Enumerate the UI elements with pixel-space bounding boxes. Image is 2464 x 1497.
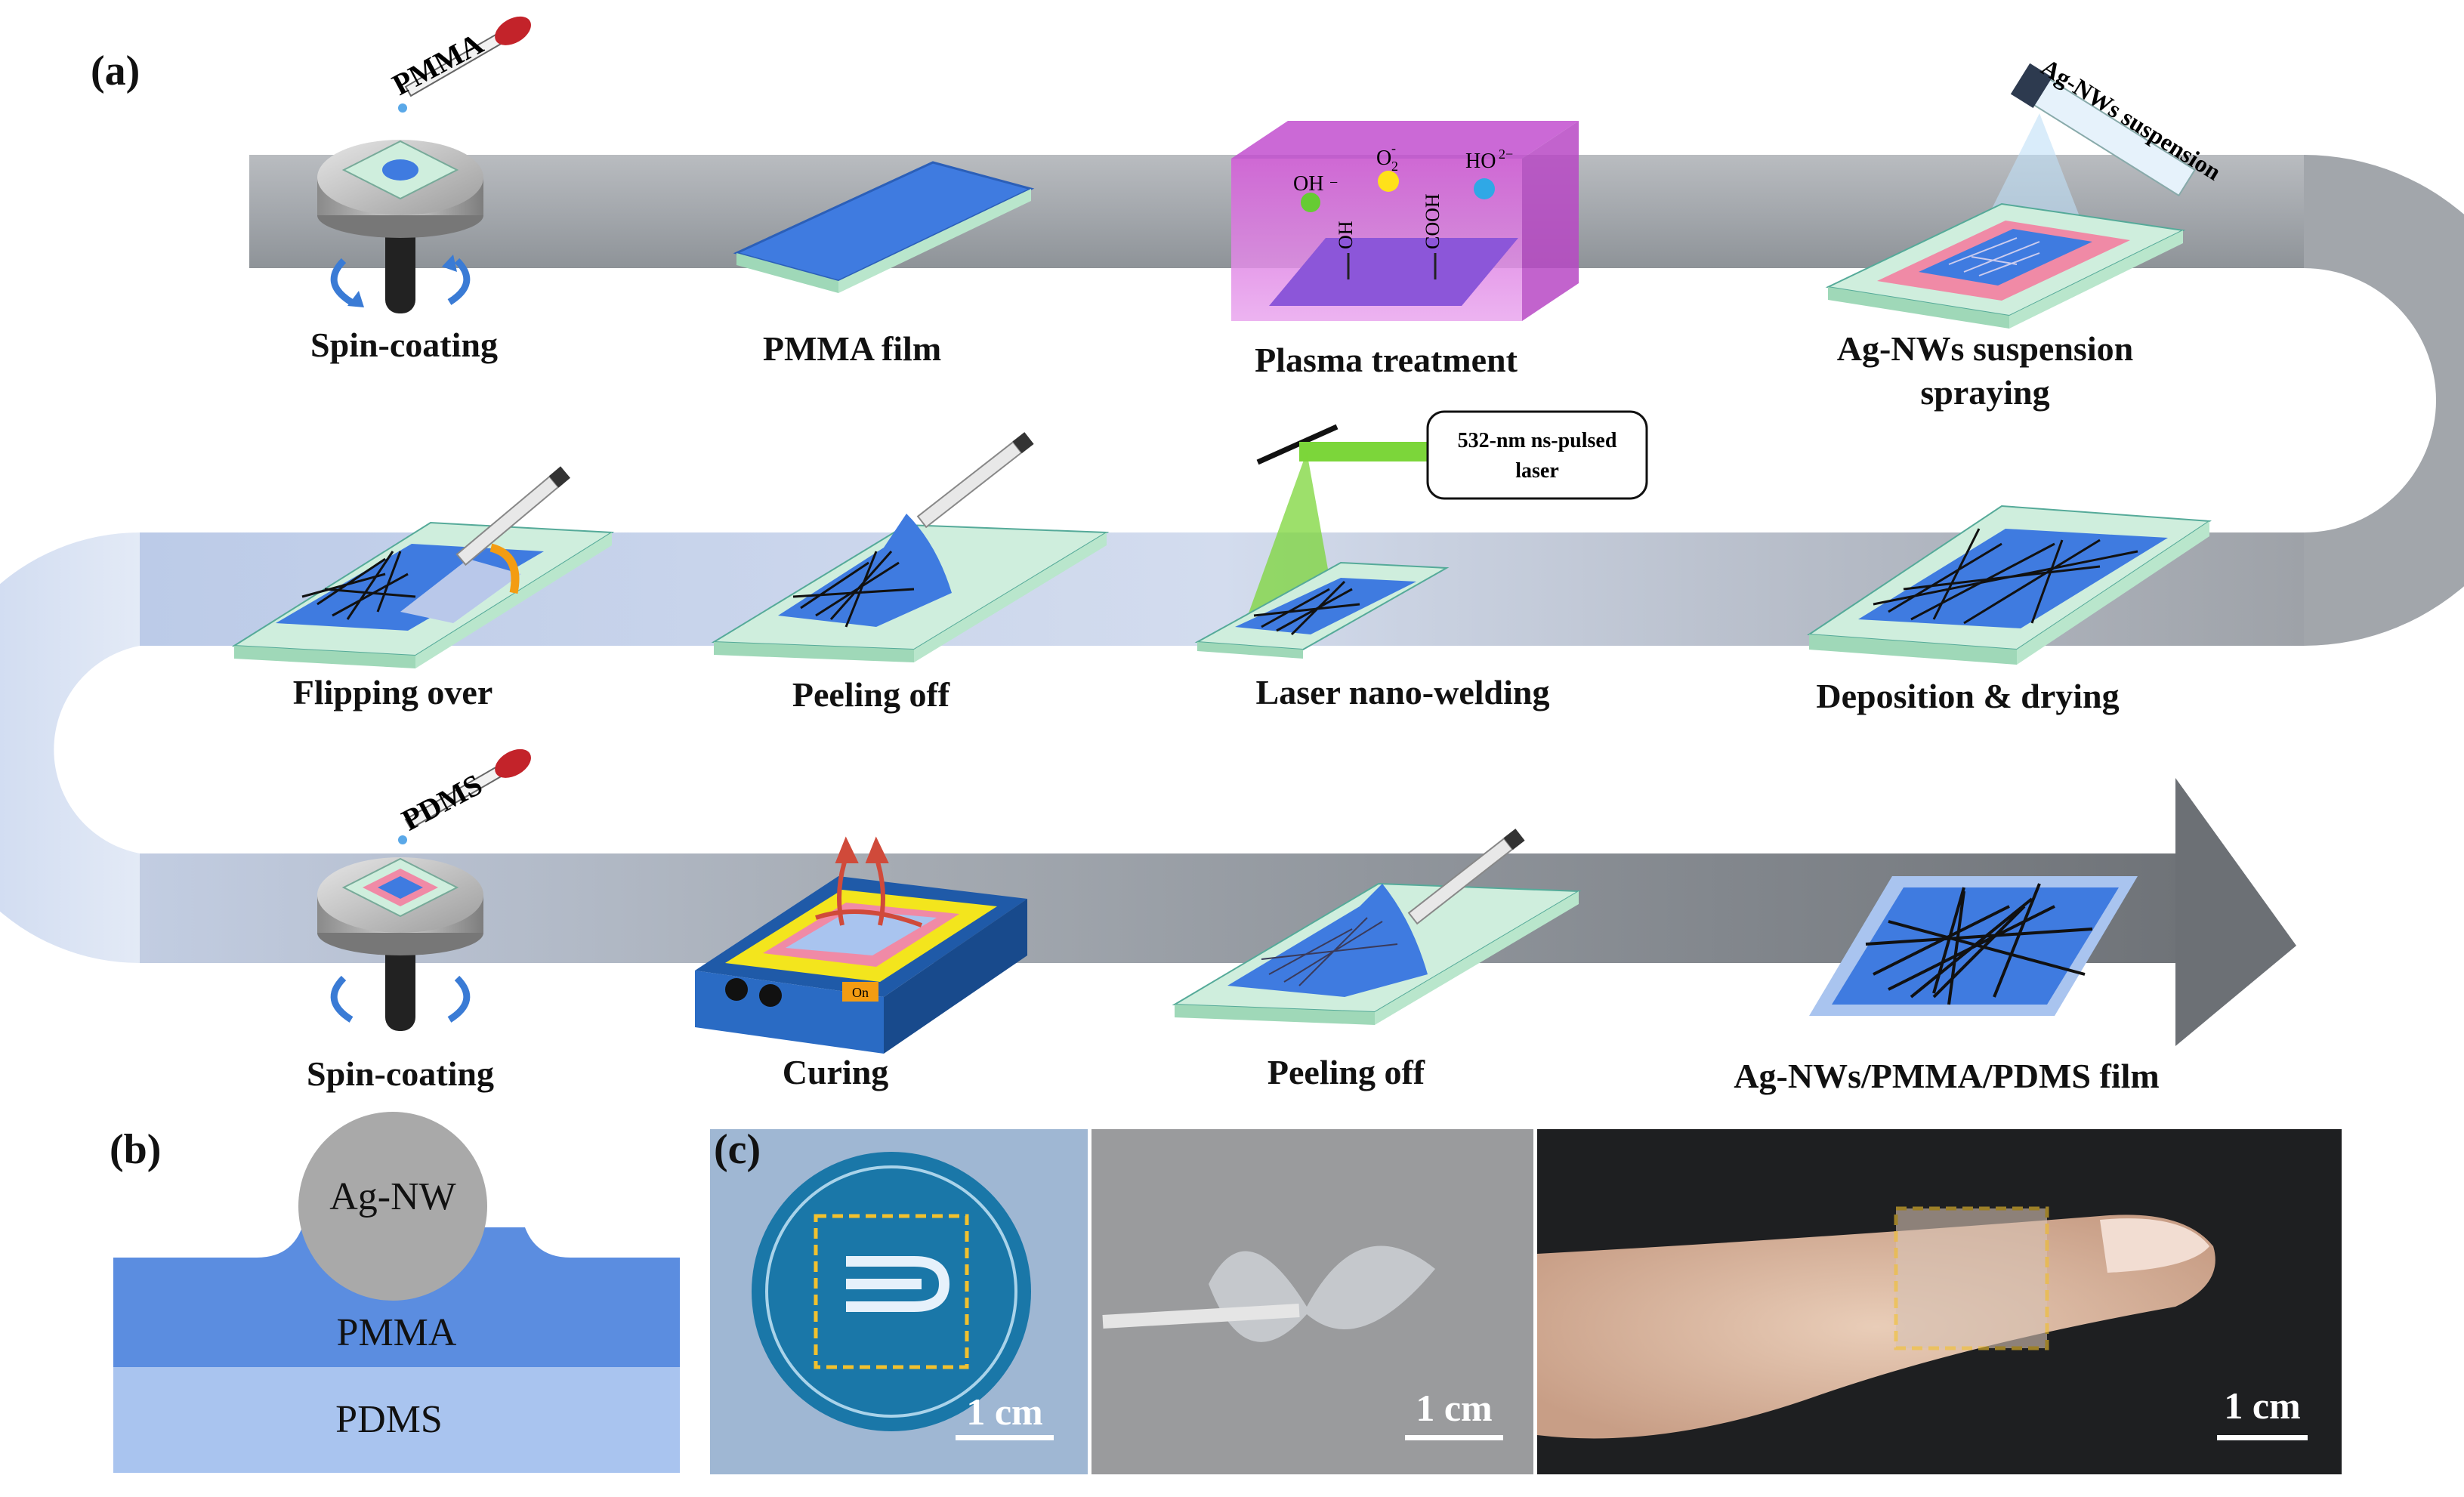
tweezers-icon — [1407, 829, 1525, 925]
cross-section-layer1-label: PMMA — [336, 1311, 457, 1354]
dropper-icon — [404, 748, 531, 830]
photo-logo-sample — [710, 1129, 1088, 1474]
final-film-icon — [1809, 876, 2138, 1016]
step-label-peeling-1: Peeling off — [792, 675, 950, 714]
laser-callout-box — [1426, 410, 1648, 500]
cross-section-layer2-label: PDMS — [335, 1398, 443, 1441]
spin-coater-icon — [317, 857, 483, 1031]
step-label-pmma-film: PMMA film — [762, 329, 942, 368]
oh-group-label: OH — [1335, 221, 1357, 249]
step-label-peeling-2: Peeling off — [1267, 1053, 1425, 1091]
plasma-chamber-icon — [1231, 121, 1579, 321]
svg-text:-: - — [1391, 140, 1396, 156]
spin-coater-icon — [317, 140, 483, 313]
svg-text:2−: 2− — [1499, 147, 1513, 162]
step-label-final-film: Ag-NWs/PMMA/PDMS film — [1734, 1057, 2160, 1095]
panel-label-a: (a) — [91, 48, 140, 94]
step-label-spraying-1: Ag-NWs suspension — [1836, 329, 2134, 368]
peeling-substrate-icon-2 — [1172, 882, 1582, 1025]
pmma-reagent-label: PMMA — [387, 26, 489, 102]
hotplate-icon — [695, 876, 1027, 1054]
scale-bar-label-1: 1 cm — [966, 1391, 1043, 1433]
panel-label-b: (b) — [110, 1126, 162, 1173]
scale-bar-label-3: 1 cm — [2224, 1384, 2301, 1427]
o2-ion-label: O — [1376, 147, 1391, 170]
scale-bar-label-2: 1 cm — [1416, 1387, 1493, 1429]
step-label-flipping: Flipping over — [292, 673, 493, 711]
step-label-laser-weld: Laser nano-welding — [1255, 673, 1550, 711]
hotplate-on-button: On — [852, 985, 869, 1000]
step-label-plasma: Plasma treatment — [1255, 341, 1518, 379]
deposition-substrate-icon — [1807, 505, 2212, 665]
step-label-deposition: Deposition & drying — [1816, 677, 2120, 715]
laser-callout-line2: laser — [1515, 459, 1559, 483]
panel-label-c: (c) — [714, 1126, 761, 1173]
finger-photo — [1537, 1129, 2342, 1474]
pmma-film-icon — [733, 161, 1035, 293]
spraying-substrate-icon — [1825, 202, 2186, 329]
svg-text:−: − — [1329, 174, 1338, 191]
tweezers-icon — [455, 466, 570, 566]
pdms-reagent-label: PDMS — [396, 767, 487, 838]
heat-arrows-icon — [815, 836, 923, 928]
flipping-substrate-icon — [231, 521, 615, 668]
tweezers-icon — [916, 432, 1034, 529]
cross-section-wire-label: Ag-NW — [329, 1175, 456, 1218]
laser-icon — [1194, 424, 1450, 659]
cross-section-diagram — [113, 1112, 680, 1473]
step-label-spin-coating-1: Spin-coating — [310, 326, 498, 364]
svg-text:2: 2 — [1391, 159, 1398, 174]
oh-ion-label: OH — [1293, 172, 1323, 196]
laser-callout-line1: 532-nm ns-pulsed — [1458, 429, 1617, 452]
step-label-spraying-2: spraying — [1920, 373, 2050, 412]
step-label-spin-coating-2: Spin-coating — [307, 1054, 494, 1093]
spray-bottle-icon — [2010, 63, 2197, 197]
ho2-ion-label: HO — [1465, 150, 1496, 173]
peeling-substrate-icon — [711, 514, 1110, 662]
cooh-group-label: COOH — [1422, 193, 1444, 249]
dropper-icon — [404, 16, 531, 97]
step-label-curing: Curing — [782, 1053, 889, 1091]
photo-bent-film — [1092, 1129, 1533, 1474]
